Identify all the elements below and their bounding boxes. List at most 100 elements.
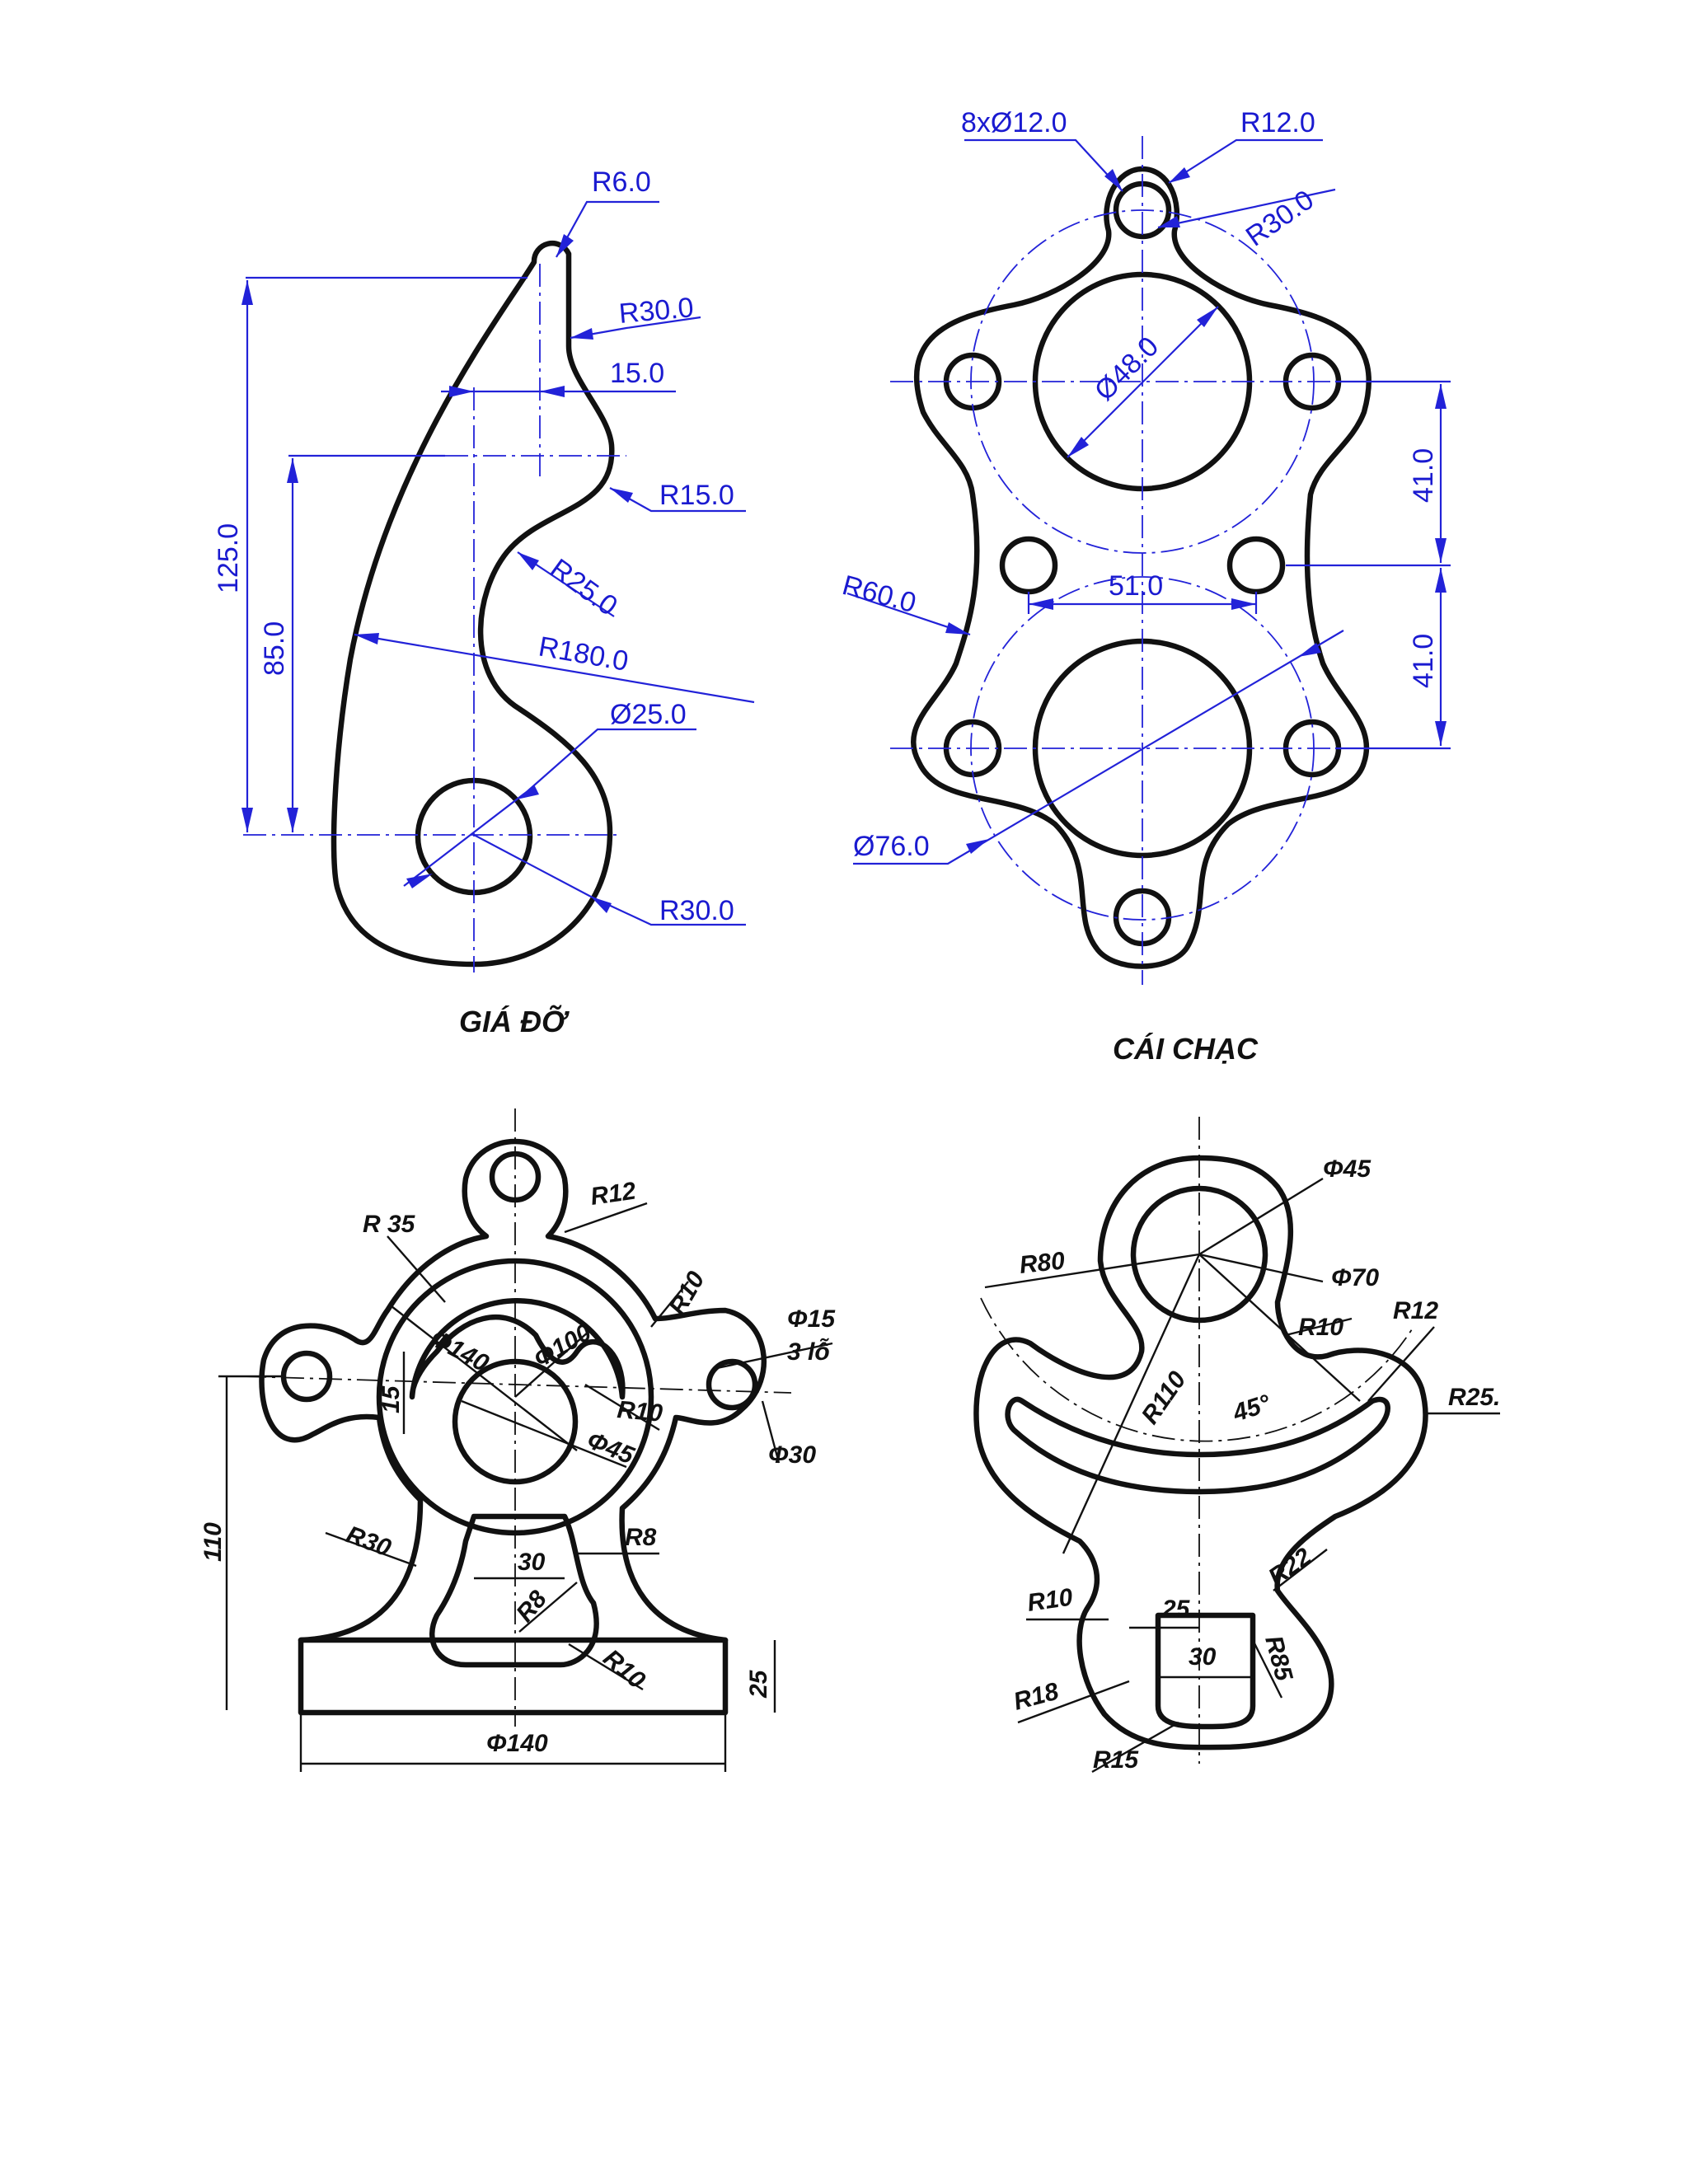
bl-leader-phi30 (761, 1400, 781, 1464)
bottom-left-part: 110 25 Φ140 30 15 R 35 R12 Φ140 Φ100 R10… (199, 1108, 836, 1772)
br-label-r25: R25. (1448, 1384, 1500, 1411)
cai-chac-pitch-circle-top (970, 209, 1315, 554)
br-leader-r12 (1367, 1326, 1435, 1402)
leader-r6 (556, 200, 659, 258)
bl-hole-left (280, 1350, 333, 1403)
leader-r30-bottom (473, 834, 746, 926)
dim-85-arrow-bottom (287, 808, 298, 832)
bl-label-r10-mid: R10 (616, 1396, 663, 1427)
title-gia-do: GIÁ ĐỠ (459, 1004, 570, 1038)
bl-body-outline (259, 1138, 767, 1643)
br-leader-45 (1198, 1254, 1361, 1402)
br-outline (973, 1155, 1428, 1750)
br-leader-phi70 (1198, 1253, 1324, 1283)
dim-41-bottom-label: 41.0 (1408, 634, 1439, 688)
bl-label-r8-mid: R8 (511, 1586, 552, 1628)
bl-hole-right (706, 1358, 758, 1411)
bl-leader-r10-right (650, 1281, 689, 1328)
dim-41-top-label: 41.0 (1408, 448, 1439, 503)
arrow-r6 (556, 234, 574, 257)
bl-label-phi45: Φ45 (583, 1427, 638, 1470)
bl-leader-phi140 (391, 1305, 578, 1451)
gia-do-part: 125.0 85.0 R6.0 R30.0 15.0 R15.0 R25.0 R… (213, 166, 755, 1038)
leader-r30 (1157, 188, 1336, 229)
br-dim-30-label: 30 (1189, 1643, 1217, 1671)
bl-leader-r8-mid (518, 1582, 578, 1633)
dim-125-label: 125.0 (213, 523, 244, 593)
label-r12: R12.0 (1240, 107, 1315, 138)
bl-ring-inner (409, 1298, 626, 1400)
dim-15-arrow-left (449, 386, 474, 397)
arrow-d25-upper (517, 785, 539, 799)
label-r180: R180.0 (537, 630, 631, 677)
dim-85-arrow-top (287, 458, 298, 483)
bl-label-phi15: Φ15 (787, 1305, 836, 1333)
label-d25: Ø25.0 (610, 699, 687, 730)
br-leader-r22 (1273, 1549, 1328, 1591)
bl-label-r35: R 35 (363, 1211, 416, 1238)
cai-chac-pitch-circle-bottom (970, 576, 1315, 921)
bl-dim-30-label: 30 (518, 1549, 546, 1576)
arrow-d76-b (1298, 643, 1321, 657)
label-holes: 8xØ12.0 (961, 107, 1067, 138)
br-arc-centerline (980, 1297, 1414, 1442)
label-r25: R25.0 (544, 553, 623, 622)
dim-41-top-arrow-b (1435, 538, 1447, 563)
bl-outline (298, 1637, 729, 1716)
arrow-r60 (945, 622, 970, 635)
bl-label-r30: R30 (343, 1521, 395, 1563)
arrow-d76-a (966, 839, 989, 854)
br-label-r10-top: R10 (1298, 1314, 1343, 1341)
br-label-r12: R12 (1393, 1297, 1438, 1324)
bl-label-phi100: Φ100 (529, 1319, 596, 1373)
br-label-r80: R80 (1018, 1247, 1066, 1279)
br-leader-r10-top (1285, 1317, 1353, 1337)
bl-leader-phi45 (461, 1399, 627, 1469)
br-label-45: 45° (1229, 1390, 1274, 1427)
dim-51-label: 51.0 (1109, 570, 1163, 602)
bl-label-phi30: Φ30 (768, 1441, 816, 1469)
title-cai-chac: CÁI CHẠC (1113, 1032, 1259, 1066)
bl-label-r12: R12 (588, 1178, 637, 1211)
br-slot (1155, 1612, 1256, 1730)
br-arc-slot (1005, 1396, 1390, 1495)
br-leader-r15 (1091, 1721, 1179, 1774)
dim-85-label: 85.0 (259, 621, 290, 676)
dim-41-bottom-arrow-b (1435, 721, 1447, 746)
br-label-r85: R85 (1259, 1633, 1297, 1685)
br-label-phi45: Φ45 (1323, 1155, 1372, 1183)
bl-leader-r30 (325, 1531, 417, 1568)
bl-label-holes3: 3 lỗ (787, 1338, 830, 1366)
bl-centerline-horizontal (242, 1376, 792, 1394)
cai-chac-hole-mid-left (999, 536, 1058, 595)
cai-chac-hole-mid-right (1226, 536, 1286, 595)
br-leader-phi45 (1198, 1177, 1324, 1256)
arrow-r30-bottom (591, 897, 612, 913)
cai-chac-outline (911, 166, 1372, 969)
br-leader-r110 (1062, 1254, 1201, 1554)
label-r30-bottom: R30.0 (659, 895, 734, 926)
br-label-r15: R15 (1093, 1746, 1139, 1774)
bl-slot (429, 1513, 599, 1668)
bl-dim-15-label: 15 (377, 1385, 405, 1413)
arrow-d48-b (1197, 307, 1218, 327)
leader-r12 (1168, 138, 1323, 184)
label-r15: R15.0 (659, 480, 734, 511)
br-label-phi70: Φ70 (1331, 1264, 1379, 1291)
bl-leader-phi100 (514, 1330, 590, 1398)
label-r60: R60.0 (839, 569, 919, 619)
label-r30-top: R30.0 (617, 292, 695, 330)
leader-r180 (354, 633, 755, 704)
bl-dim-25-label: 25 (745, 1669, 772, 1699)
arrow-r180 (354, 633, 379, 644)
bl-label-r8-right: R8 (625, 1524, 657, 1551)
label-r30: R30.0 (1240, 184, 1320, 252)
arrow-holes (1104, 169, 1123, 191)
dim-125-arrow-top (241, 280, 253, 305)
bl-label-r10-base: R10 (598, 1644, 651, 1694)
dim-51-arrow-left (1029, 598, 1053, 610)
leader-d76 (853, 630, 1344, 865)
br-leader-r85 (1251, 1639, 1283, 1699)
leader-d48 (1067, 306, 1219, 458)
